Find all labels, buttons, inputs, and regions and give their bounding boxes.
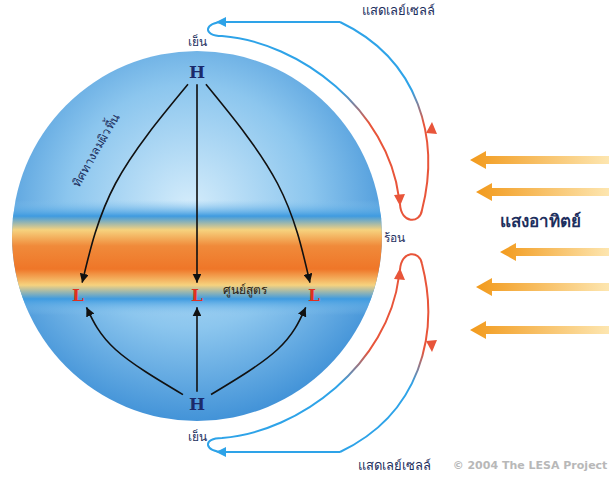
- arrow-head: [426, 340, 437, 352]
- sun-arrow: [500, 243, 609, 261]
- surface-wind-arrow: [196, 84, 198, 282]
- surface-wind-arrow: [82, 84, 188, 282]
- hadley-cell-top: [208, 17, 437, 220]
- sun-arrow: [476, 278, 609, 296]
- high-pressure-mark: H: [185, 62, 209, 83]
- pressure-letter: H: [189, 394, 205, 414]
- arrow-head: [426, 122, 437, 134]
- arrow-head: [216, 447, 226, 457]
- hadley-cell-bottom: [208, 254, 437, 457]
- pole-temperature: เย็น: [188, 430, 207, 444]
- arrow-head: [394, 194, 405, 206]
- sun-arrow: [470, 151, 609, 169]
- pressure-letter: H: [189, 62, 205, 82]
- arrow-head: [394, 268, 405, 280]
- hadley-inner-arc: [208, 22, 399, 198]
- sun-arrow: [470, 321, 609, 339]
- hadley-inner-arc: [208, 276, 399, 452]
- high-pressure-mark: H: [185, 394, 209, 415]
- pressure-letter: L: [191, 285, 203, 305]
- sunlight-arrows: [470, 151, 609, 339]
- pressure-letter: L: [308, 285, 320, 305]
- surface-wind-arrow: [211, 307, 306, 394]
- surface-wind-arrow: [206, 84, 310, 282]
- cell-name: แสดเลย์เซลล์: [358, 458, 431, 474]
- pole-temperature: เย็น: [188, 35, 207, 49]
- copyright-watermark: © 2004 The LESA Project: [453, 459, 608, 472]
- equator-temperature: ร้อน: [384, 231, 405, 245]
- surface-wind-arrow: [196, 307, 198, 391]
- hadley-outer-arc: [340, 254, 428, 452]
- cell-name: แสดเลย์เซลล์: [362, 3, 435, 19]
- arrow-head: [216, 17, 226, 27]
- low-pressure-mark: L: [68, 285, 88, 306]
- low-pressure-mark: L: [187, 285, 207, 306]
- pressure-letter: L: [72, 285, 84, 305]
- sunlight-label: แสงอาทิตย์: [500, 211, 581, 231]
- sun-arrow: [476, 183, 609, 201]
- surface-wind-arrow: [86, 307, 182, 394]
- low-pressure-mark: L: [304, 285, 324, 306]
- equator-label: ศูนย์สูตร: [223, 283, 267, 297]
- equator-band: [10, 200, 390, 315]
- hadley-outer-arc: [340, 22, 428, 220]
